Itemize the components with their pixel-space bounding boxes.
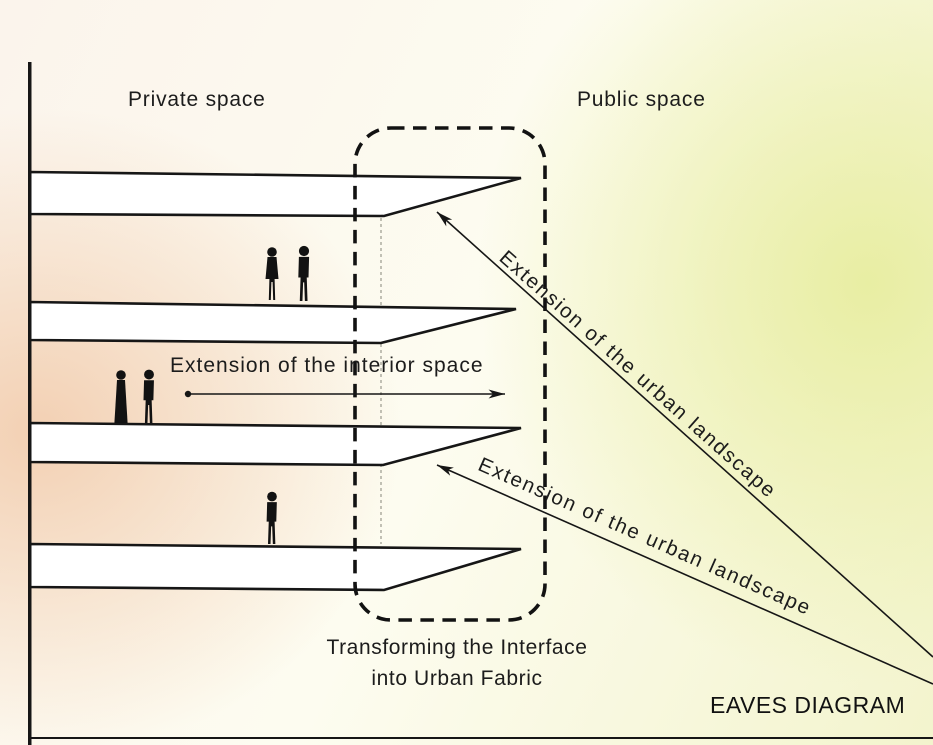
public-space-label: Public space [577,88,706,111]
interface-caption-line2: into Urban Fabric [371,667,543,690]
private-space-label: Private space [128,88,266,111]
diagram-title: EAVES DIAGRAM [710,692,906,718]
man-silhouette [298,245,310,301]
base-line [28,737,933,739]
floor-slab-1 [28,170,522,218]
woman-silhouette [265,247,279,300]
floor-slab-4 [28,542,522,592]
left-wall [28,62,32,745]
urban-extension-arrow-upper [436,211,933,658]
interior-extension-label: Extension of the interior space [170,354,484,377]
floor-slab-2 [28,300,517,345]
interface-zone-outline [353,126,547,622]
man-silhouette [266,491,277,544]
interface-caption-line1: Transforming the Interface [326,636,588,659]
man-silhouette [143,369,154,423]
urban-extension-arrow-lower [436,464,933,685]
interface-caption: Transforming the Interface into Urban Fa… [277,632,637,694]
interior-arrow-origin-dot [184,390,192,398]
floor-slab-3 [28,421,522,467]
woman-silhouette [114,370,128,423]
